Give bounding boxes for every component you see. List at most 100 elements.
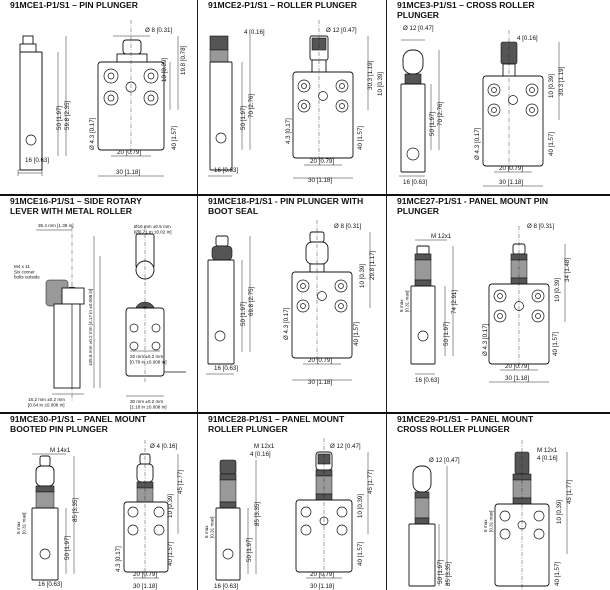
cell-91mce2: 91MCE2-P1/S1 – ROLLER PLUNGER 16 [0.63] …	[198, 0, 387, 194]
dim-thread: M 12x1	[254, 443, 275, 450]
cell-title: 91MCE16-P1/S1 – SIDE ROTARY LEVER WITH M…	[10, 196, 142, 216]
dim-body-len: 50 [1.97]	[437, 560, 444, 584]
cell-91mce30: 91MCE30-P1/S1 – PANEL MOUNT BOOTED PIN P…	[0, 414, 198, 590]
cell-title: 91MCE29-P1/S1 – PANEL MOUNT CROSS ROLLER…	[397, 414, 534, 434]
dim-hole: Ø 4.3 [0.17]	[89, 117, 96, 150]
dim-plunger: Ø 8 [0.31]	[527, 223, 554, 230]
cell-91mce16: 91MCE16-P1/S1 – SIDE ROTARY LEVER WITH M…	[0, 196, 198, 412]
dim-body-len: 50 [1.97]	[240, 106, 247, 130]
cell-title: 91MCE30-P1/S1 – PANEL MOUNT BOOTED PIN P…	[10, 414, 147, 434]
dim-body-len: 50 [1.97]	[64, 536, 71, 560]
dim-thread: M 14x1	[50, 447, 71, 454]
dim-center: 40 [1.57]	[548, 132, 555, 156]
dim-stroke-b: 10 [0.39]	[556, 500, 563, 524]
drawing-panel-pin: M 12x1 8 max[0.31 max] 16 [0.63] 50 [1.9…	[399, 223, 571, 384]
dim-width: 30 [1.18]	[133, 583, 157, 590]
dim-hole-sp: 20 [0.79]	[117, 149, 141, 156]
dim-stroke: 45 [1.77]	[177, 470, 184, 494]
cell-title: 91MCE18-P1/S1 - PIN PLUNGER WITH BOOT SE…	[208, 196, 364, 216]
dim-width: 30 [1.18]	[308, 177, 332, 184]
dim-body-len: 50 [1.97]	[443, 322, 450, 346]
cell-91mce3: 91MCE3-P1/S1 – CROSS ROLLER PLUNGER Ø 12…	[387, 0, 610, 194]
dim-width: 30 [1.18]	[499, 179, 523, 186]
dim-total-len: 59.8 [2.35]	[64, 100, 71, 130]
dim-total-len: 70 [2.76]	[437, 102, 444, 126]
dim-hole: 4.3 [0.17]	[115, 546, 122, 572]
dim-stroke-b: 10 [0.39]	[548, 74, 555, 98]
dim-roller-dia: Ø 12 [0.47]	[330, 443, 361, 450]
cell-91mce1: 91MCE1-P1/S1 – PIN PLUNGER 16 [0.63] 50 …	[0, 0, 198, 194]
cell-title: 91MCE1-P1/S1 – PIN PLUNGER	[10, 0, 138, 10]
drawing-panel-booted: M 14x1 8 max[0.31 max] 50 [1.97] 85 [3.3…	[16, 440, 184, 590]
dim-roller-dia: Ø 12 [0.47]	[403, 25, 434, 32]
dim-roller-dia: Ø 12 [0.47]	[429, 457, 460, 464]
cell-title: 91MCE28-P1/S1 – PANEL MOUNT ROLLER PLUNG…	[208, 414, 345, 434]
dim-hole-sp: 20 [0.79]	[310, 571, 334, 578]
dim-total-len: 85 [3.35]	[445, 562, 452, 586]
dim-depth: 16 [0.63]	[38, 581, 62, 588]
dim-depth: 16 [0.63]	[214, 167, 238, 174]
dim-hole-sp: 20 [0.79]	[133, 571, 157, 578]
dim-roller: Ø16 mm ±0.5 mm[Ø0.71 in ±0.02 in]	[134, 224, 172, 234]
dim-hole-sp: 20 [0.79]	[499, 165, 523, 172]
dim-sp-b: 30 mm ±0.2 mm[1.18 in ±0.008 in]	[130, 399, 167, 409]
dim-sp-a: 20 mm ±0.2 mm[0.79 in ±0.008 in]	[130, 354, 167, 364]
dim-depth: 16 [0.63]	[25, 157, 49, 164]
dim-depth: 16 [0.63]	[214, 365, 238, 372]
dim-stroke: 30.3 [1.19]	[367, 60, 374, 90]
dim-width: 30 [1.18]	[310, 583, 334, 590]
dim-stroke: 34 [1.48]	[564, 258, 571, 282]
dim-lever-h: 16.2 mm ±0.2 mm[0.64 in ±0.008 in]	[28, 397, 65, 407]
dim-thread: M 12x1	[537, 447, 558, 454]
dim-width: 30 [1.18]	[308, 379, 332, 386]
dim-total-len: 70 [2.76]	[248, 94, 255, 118]
dim-hole-sp: 20 [0.79]	[310, 158, 334, 165]
dim-thread: M 12x1	[431, 233, 452, 240]
dim-stroke: 45 [1.77]	[367, 470, 374, 494]
drawing-roller-plunger: 16 [0.63] 4 [0.16] 50 [1.97] 70 [2.76] 4…	[208, 20, 384, 184]
dim-total-len: 85 [3.35]	[72, 498, 79, 522]
dim-stroke-b: 10 [0.39]	[357, 494, 364, 518]
dim-hole: 4.3 [0.17]	[285, 118, 292, 144]
dim-depth: 16 [0.63]	[214, 583, 238, 590]
dim-hole-sp: 20 [0.79]	[308, 357, 332, 364]
dim-lever: 35.4 mm [1.39 in]	[38, 223, 74, 228]
dim-width: 30 [1.18]	[116, 169, 140, 176]
dim-stroke: 30.3 [1.19]	[558, 66, 565, 96]
drawing-panel-roller: M 12x1 4 [0.16] 8 max[0.31 max] 50 [1.97…	[204, 438, 374, 590]
dim-stroke-b: 10 [0.39]	[377, 72, 384, 96]
dim-hole-sp: 20 [0.79]	[505, 363, 529, 370]
dim-roller-w: 4 [0.16]	[250, 451, 271, 458]
dim-stroke-a: 10 [0.39]	[161, 58, 168, 82]
dim-max: 8 max[0.31 max]	[399, 291, 409, 312]
dim-stroke: 45 [1.77]	[566, 480, 573, 504]
dim-center: 40 [1.57]	[552, 332, 559, 356]
dim-stroke: 29.8 [1.17]	[369, 250, 376, 280]
dim-plunger: Ø 4 [0.16]	[150, 443, 177, 450]
dim-roller-dia: Ø 12 [0.47]	[326, 27, 357, 34]
dim-depth: 16 [0.63]	[415, 377, 439, 384]
cell-91mce27: 91MCE27-P1/S1 - PANEL MOUNT PIN PLUNGER …	[387, 196, 610, 412]
dim-center: 40 [1.57]	[554, 562, 561, 586]
dim-body-len: 50 [1.97]	[56, 106, 63, 130]
dim-body-len: 50 [1.97]	[429, 112, 436, 136]
dim-roller-w: 4 [0.16]	[537, 455, 558, 462]
dim-stroke-b: 10 [0.39]	[554, 278, 561, 302]
dim-body-len: 50 [1.97]	[240, 302, 247, 326]
row-divider	[0, 412, 610, 414]
dim-hole: Ø 4.3 [0.17]	[283, 307, 290, 340]
dim-plunger: Ø 8 [0.31]	[145, 27, 172, 34]
dim-plunger: Ø 8 [0.31]	[334, 223, 361, 230]
dim-center: 40 [1.57]	[171, 126, 178, 150]
dim-hole: Ø 4.3 [0.17]	[474, 127, 481, 160]
dim-stroke-b: 10 [0.39]	[359, 264, 366, 288]
dim-center: 40 [1.57]	[357, 126, 364, 150]
dim-stroke-b: 10 [0.39]	[167, 494, 174, 518]
dim-hole: Ø 4.3 [0.17]	[482, 323, 489, 356]
cell-91mce29: 91MCE29-P1/S1 – PANEL MOUNT CROSS ROLLER…	[387, 414, 610, 590]
row-divider	[0, 194, 610, 196]
dim-center: 40 [1.57]	[167, 542, 174, 566]
